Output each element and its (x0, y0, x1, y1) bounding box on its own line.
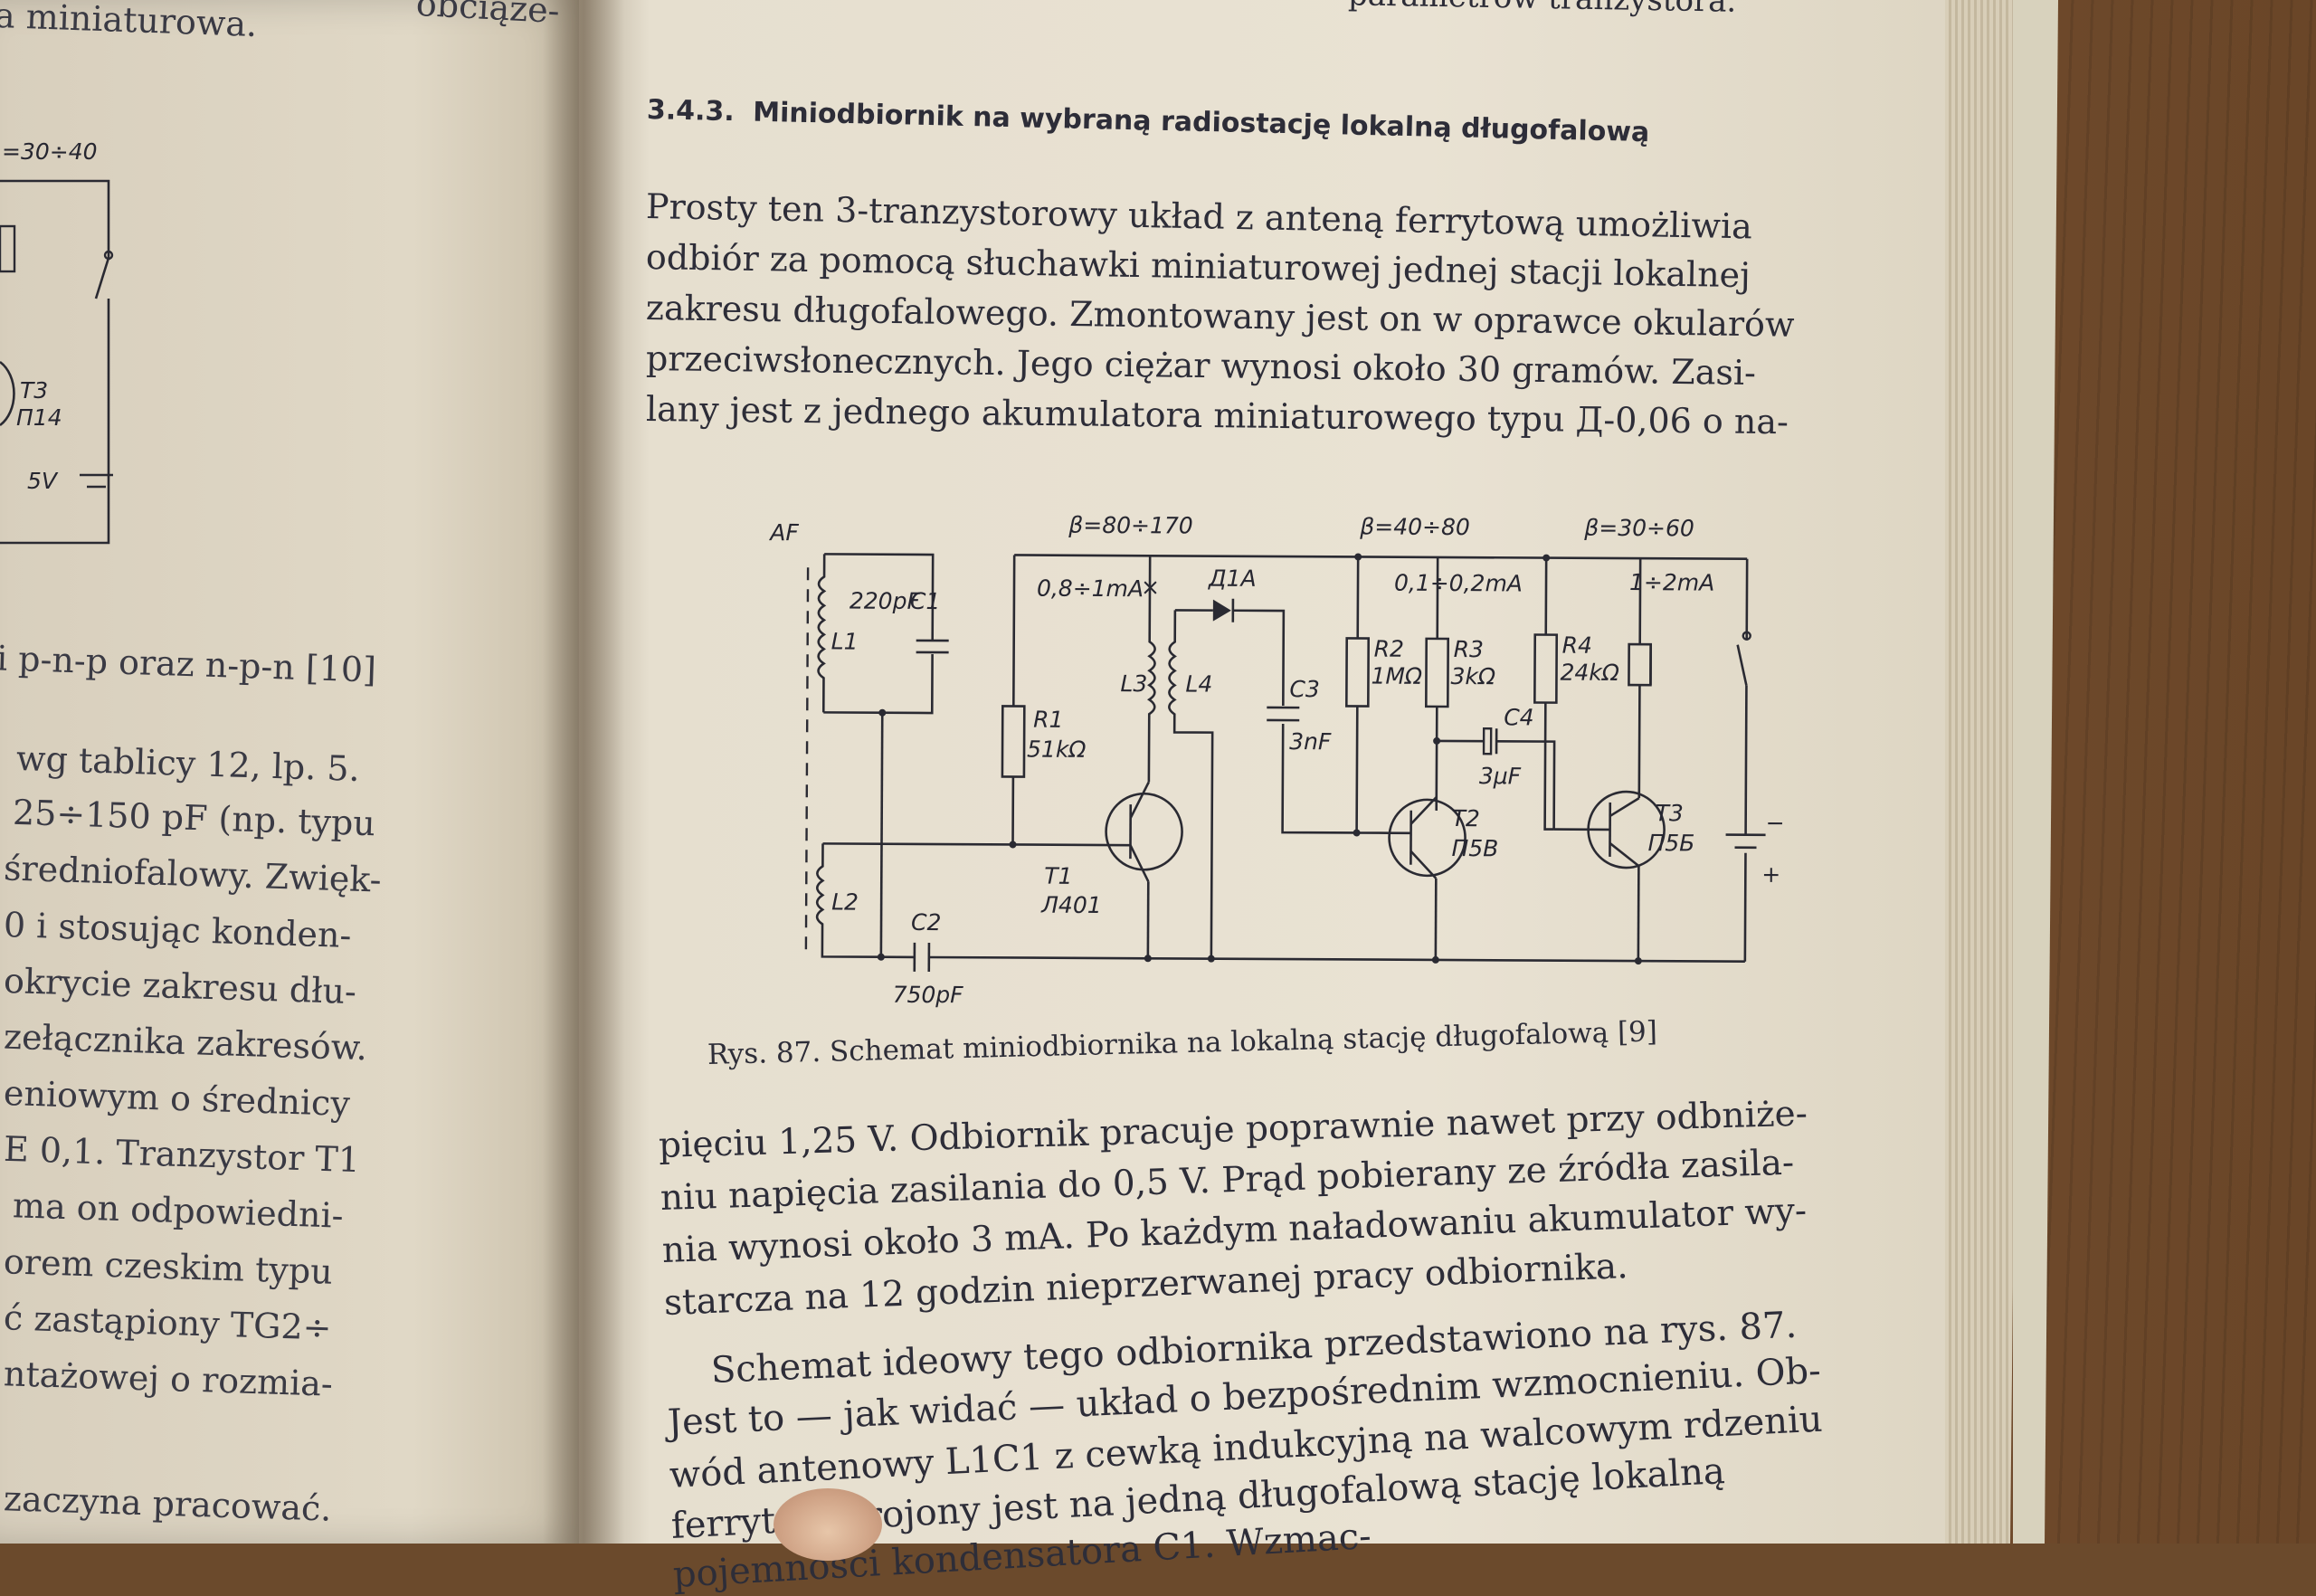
thumb (774, 1488, 882, 1561)
power-switch (1737, 645, 1746, 686)
earphone (1628, 644, 1650, 685)
l4-label: L4 (1185, 670, 1212, 697)
r1-value: 51kΩ (1027, 736, 1087, 763)
t3-type: П5Б (1647, 830, 1694, 856)
current2-label: 0,1÷0,2mA (1394, 570, 1523, 597)
resistor-r4 (1534, 634, 1556, 702)
diode-d1 (1213, 600, 1231, 622)
left-t3-type: П14 (16, 404, 62, 431)
af-label: AF (768, 519, 799, 546)
coil-l4 (1168, 610, 1213, 958)
l1-label: L1 (831, 628, 859, 654)
l3-label: L3 (1120, 670, 1147, 697)
current1-label: 0,8÷1mA (1037, 575, 1144, 603)
t3-label: T3 (1656, 800, 1684, 826)
r1-label: R1 (1033, 707, 1063, 733)
detector-wires (1174, 610, 1358, 832)
d1-label: Д1А (1208, 565, 1257, 592)
r3-label: R3 (1454, 636, 1484, 662)
resistor-r1 (1002, 706, 1024, 776)
t1-label: T1 (1044, 863, 1072, 889)
beta3-label: β=30÷60 (1583, 515, 1694, 542)
base-t1-wire (823, 843, 1131, 845)
tank-to-ground-wire (881, 713, 882, 957)
left-t3-label: T3 (20, 377, 48, 404)
resistor-r2 (1346, 638, 1368, 706)
c2-value: 750pF (893, 982, 964, 1008)
t2-label: T2 (1452, 805, 1480, 831)
beta2-label: β=40÷80 (1359, 513, 1470, 540)
transistor-t1 (1106, 793, 1182, 869)
beta1-label: β=80÷170 (1068, 512, 1193, 539)
t3-collector-wire (1639, 558, 1640, 798)
current3-label: 1÷2mA (1629, 569, 1714, 595)
left-transistor-arc (0, 362, 14, 425)
top-rail (1014, 555, 1747, 558)
left-earphone (0, 226, 14, 271)
r3-wires (1437, 557, 1438, 811)
ferrite-rod (806, 567, 808, 956)
c2-label: C2 (911, 909, 942, 936)
r4-label: R4 (1562, 632, 1592, 659)
c1-label: C1 (910, 588, 941, 614)
r1-wires (1013, 555, 1015, 844)
r2-wires (1357, 556, 1391, 832)
coil-l1 (818, 554, 824, 712)
book-gutter (543, 0, 624, 1544)
ground-rail (881, 957, 1745, 962)
t2-type: П5В (1451, 835, 1498, 861)
resistor-r3 (1426, 639, 1448, 707)
r3-value: 3kΩ (1450, 663, 1495, 689)
l2-label: L2 (831, 888, 859, 915)
section-number: 3.4.3. (647, 94, 736, 128)
c3-value: 3nF (1289, 728, 1332, 755)
battery-minus: − (1766, 810, 1785, 836)
r2-label: R2 (1374, 636, 1404, 662)
left-schematic-fragment: =30÷40 T3 П14 5V (0, 127, 127, 579)
left-switch (96, 258, 109, 299)
c4-label: C4 (1504, 704, 1534, 730)
left-beta-label: =30÷40 (2, 138, 98, 165)
c3-label: C3 (1289, 676, 1320, 702)
battery-wires (1745, 559, 1747, 962)
capacitor-c4 (1484, 728, 1491, 754)
r2-value: 1MΩ (1371, 663, 1422, 689)
left-battery-label: 5V (27, 468, 59, 494)
t1-type: Л401 (1040, 892, 1102, 918)
receiver-schematic: AF 220pF C1 L1 L2 C2 750pF β=80÷170 β=40… (759, 504, 1793, 1016)
battery-plus: + (1761, 861, 1780, 888)
r4-value: 24kΩ (1560, 660, 1619, 686)
c4-value: 3μF (1479, 763, 1522, 789)
